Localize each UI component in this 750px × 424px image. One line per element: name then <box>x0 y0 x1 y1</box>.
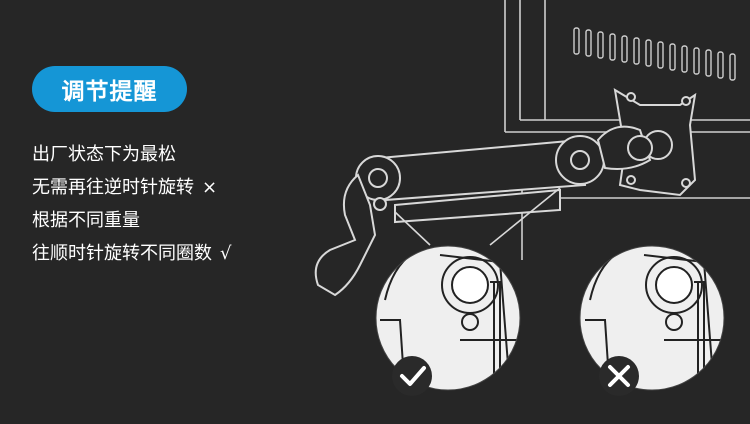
monitor-vents <box>573 27 736 81</box>
arm <box>314 125 653 297</box>
cross-icon <box>599 356 639 396</box>
instruction-text-2: 无需再往逆时针旋转 <box>32 177 194 198</box>
callout-lines <box>394 187 561 246</box>
wrong-mark: × <box>202 177 218 198</box>
instruction-line-3: 根据不同重量 <box>32 209 140 233</box>
instruction-text-1: 出厂状态下为最松 <box>32 144 176 165</box>
zoom-wrong <box>579 245 725 391</box>
reminder-badge: 调节提醒 <box>32 66 187 112</box>
vesa-plate <box>613 88 697 197</box>
instruction-line-2: 无需再往逆时针旋转 × <box>32 176 217 200</box>
instruction-text-4: 往顺时针旋转不同圈数 <box>32 243 212 264</box>
check-icon <box>392 356 432 396</box>
instruction-line-1: 出厂状态下为最松 <box>32 143 176 167</box>
correct-mark: √ <box>220 243 232 264</box>
instruction-text-3: 根据不同重量 <box>32 210 140 231</box>
instruction-line-4: 往顺时针旋转不同圈数 √ <box>32 242 231 266</box>
zoom-correct <box>375 245 521 391</box>
